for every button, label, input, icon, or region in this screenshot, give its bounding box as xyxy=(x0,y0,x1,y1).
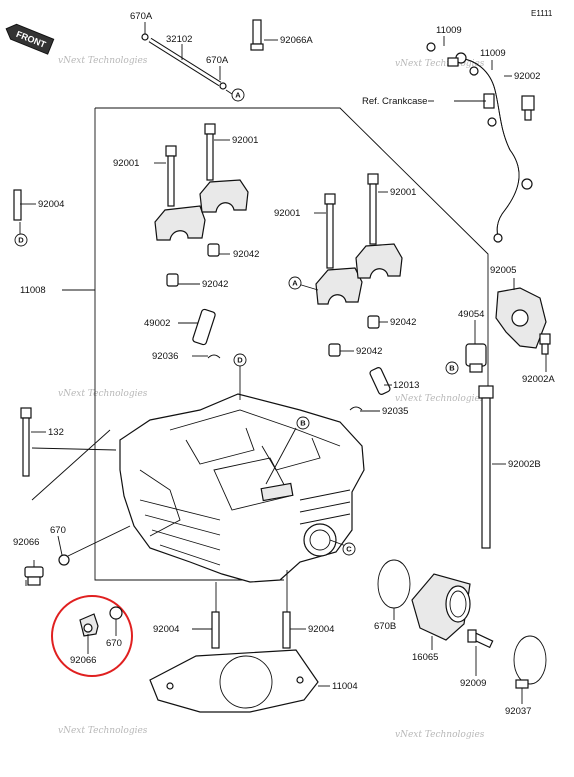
cam-cap-center-top xyxy=(199,179,249,213)
stud-92004-top xyxy=(13,189,22,221)
ref-marker-a: A xyxy=(235,91,241,100)
watermark-text: vNext Technologies xyxy=(395,730,485,740)
ref-marker-c: C xyxy=(346,545,352,554)
cam-cap-right-b xyxy=(355,243,403,279)
ref-marker-b: B xyxy=(449,364,455,373)
part-label: 92042 xyxy=(356,346,382,357)
watermark-text: vNext Technologies xyxy=(58,726,148,736)
part-label: 92002B xyxy=(508,459,541,470)
cam-cap-left xyxy=(154,205,206,241)
part-label: 132 xyxy=(48,427,64,438)
part-label: 92001 xyxy=(232,135,258,146)
ref-marker-a: A xyxy=(292,279,298,288)
cap-bolts-92001 xyxy=(165,123,379,269)
watermarks: vNext Technologies vNext Technologies vN… xyxy=(58,56,485,740)
part-label: 11009 xyxy=(480,48,506,59)
bolt-92009 xyxy=(467,629,494,649)
tensioner-92005 xyxy=(495,287,547,349)
cam-cap-right-a xyxy=(315,267,363,305)
part-label: 11009 xyxy=(436,25,462,36)
front-arrow-badge: FRONT xyxy=(5,23,55,55)
plunger-49054 xyxy=(465,343,487,373)
ref-marker-d: D xyxy=(237,356,243,365)
guide-12013 xyxy=(369,367,391,395)
part-label: 92004 xyxy=(153,624,179,635)
ref-markers: A A B B C D D xyxy=(14,88,459,556)
ref-marker-d: D xyxy=(18,236,24,245)
part-label: 11008 xyxy=(20,285,46,296)
oil-pipe xyxy=(455,52,533,243)
bolt-92002B xyxy=(478,385,494,549)
plug-92066A xyxy=(250,19,264,51)
watermark-text: vNext Technologies xyxy=(395,394,485,404)
bolt-92002A xyxy=(539,333,551,355)
part-label: 92066 xyxy=(70,655,96,666)
part-label: 92002 xyxy=(514,71,540,82)
lower-studs-92004 xyxy=(211,570,291,649)
part-label: 670A xyxy=(206,55,229,66)
part-label: 32102 xyxy=(166,34,192,45)
part-label: 12013 xyxy=(393,380,419,391)
part-label: 92042 xyxy=(390,317,416,328)
clip-92036 xyxy=(207,354,221,359)
part-label: 92005 xyxy=(490,265,516,276)
washer-11009 xyxy=(469,66,479,76)
part-label: 49054 xyxy=(458,309,484,320)
watermark-text: vNext Technologies xyxy=(395,59,485,69)
head-assembly-frame xyxy=(62,107,489,581)
highlight-circle xyxy=(51,595,133,677)
part-label: 92035 xyxy=(382,406,408,417)
part-label: 92001 xyxy=(390,187,416,198)
guide-49002 xyxy=(192,308,216,346)
part-label: 670B xyxy=(374,621,396,632)
part-label: 92066A xyxy=(280,35,313,46)
part-label: 92036 xyxy=(152,351,178,362)
part-label: 92001 xyxy=(113,158,139,169)
bolt-92002 xyxy=(521,95,535,121)
oring-670B xyxy=(377,559,411,609)
part-label: 92002A xyxy=(522,374,555,385)
part-label: 670A xyxy=(130,11,153,22)
ref-marker-b: B xyxy=(300,419,306,428)
part-label: 11004 xyxy=(332,681,358,692)
gasket-11004 xyxy=(149,649,319,713)
oring-670 xyxy=(58,554,70,566)
part-label: 92004 xyxy=(38,199,64,210)
part-label: 670 xyxy=(50,525,66,536)
part-labels: 670A 32102 670A 92066A 11009 11009 92002… xyxy=(13,11,555,717)
watermark-text: vNext Technologies xyxy=(58,389,148,399)
part-label: 92066 xyxy=(13,537,39,548)
washer-11009 xyxy=(426,42,436,52)
watermark-text: vNext Technologies xyxy=(58,56,148,66)
part-label: 670 xyxy=(106,638,122,649)
oring-670-highlighted xyxy=(109,606,123,620)
stud-132 xyxy=(20,407,32,477)
dowel-pins-92042 xyxy=(166,243,380,357)
plug-92066-left xyxy=(24,566,44,586)
ref-crankcase-label: Ref. Crankcase xyxy=(362,96,427,107)
part-label: 92009 xyxy=(460,678,486,689)
leader-lines xyxy=(19,22,547,704)
part-label: 92042 xyxy=(233,249,259,260)
clip-92035 xyxy=(349,406,363,411)
part-label: 92037 xyxy=(505,706,531,717)
part-label: 92001 xyxy=(274,208,300,219)
part-label: 92042 xyxy=(202,279,228,290)
banjo-bolt xyxy=(447,57,459,67)
diagram-code: E1111 xyxy=(531,9,553,18)
cylinder-head xyxy=(119,393,365,583)
part-label: 92004 xyxy=(308,624,334,635)
clamp-92037 xyxy=(513,635,547,689)
plug-92066-highlighted xyxy=(79,613,99,637)
intake-holder-16065 xyxy=(411,573,471,641)
part-label: 49002 xyxy=(144,318,170,329)
part-label: 16065 xyxy=(412,652,438,663)
